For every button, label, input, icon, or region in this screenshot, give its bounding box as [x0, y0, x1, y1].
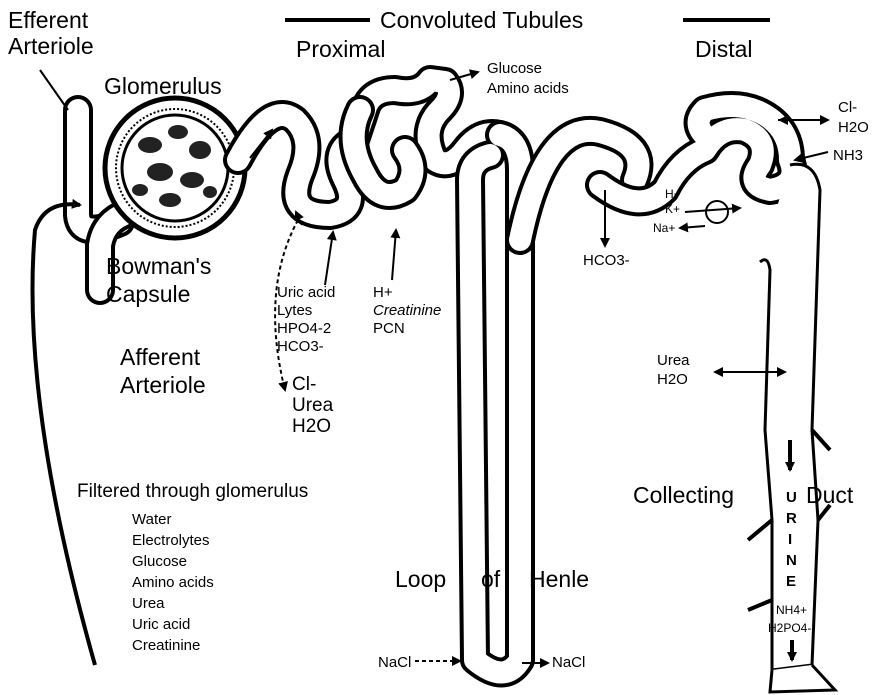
filtered-item: Uric acid	[132, 616, 190, 633]
chloride-label: Cl-	[292, 374, 316, 395]
collecting-label-2: Duct	[806, 482, 854, 508]
filtered-item: Glucose	[132, 553, 187, 570]
nacl-in-label: NaCl	[378, 654, 411, 671]
bowmans-capsule	[105, 98, 245, 238]
hpo4-label: HPO4-2	[277, 320, 331, 337]
efferent-label-1: Efferent	[8, 7, 89, 33]
nacl-out-label: NaCl	[552, 654, 585, 671]
loop-label-3: Henle	[529, 566, 589, 592]
filtered-list: Filtered through glomerulus Water Electr…	[77, 481, 308, 654]
lytes-label: Lytes	[277, 302, 312, 319]
glucose-label: Glucose	[487, 60, 542, 77]
afferent-label-1: Afferent	[120, 344, 201, 370]
distal-hco3-label: HCO3-	[583, 252, 630, 269]
urea-label: Urea	[292, 395, 334, 416]
filtered-title: Filtered through glomerulus	[77, 481, 308, 502]
glomerulus-label: Glomerulus	[104, 73, 222, 99]
loop-label-1: Loop	[395, 566, 446, 592]
bowmans-label-1: Bowman's	[106, 253, 211, 279]
urine-letter-r: R	[786, 510, 797, 527]
loop-label-2: of	[481, 566, 501, 592]
afferent-label-2: Arteriole	[120, 372, 206, 398]
ammonia-label: NH3	[833, 147, 863, 164]
collecting-urea-label: Urea	[657, 352, 690, 369]
bowmans-label-2: Capsule	[106, 281, 190, 307]
pcn-label: PCN	[373, 320, 405, 337]
uric-acid-label: Uric acid	[277, 284, 335, 301]
amino-acids-label: Amino acids	[487, 80, 569, 97]
potassium-label: K+	[665, 202, 680, 216]
urine-letter-n: N	[786, 552, 797, 569]
sodium-label: Na+	[653, 221, 675, 235]
hco3-label: HCO3-	[277, 338, 324, 355]
filtered-item: Urea	[132, 595, 165, 612]
creatinine-secreted-label: Creatinine	[373, 302, 441, 319]
proximal-label: Proximal	[296, 36, 385, 62]
urine-letter-u: U	[786, 489, 797, 506]
filtered-item: Creatinine	[132, 637, 200, 654]
urine-letter-i: I	[788, 531, 792, 548]
filtered-item: Amino acids	[132, 574, 214, 591]
filtered-item: Water	[132, 511, 171, 528]
distal-chloride-label: Cl-	[838, 99, 857, 116]
h-plus-label: H+	[373, 284, 393, 301]
efferent-label-2: Arteriole	[8, 33, 94, 59]
collecting-label-1: Collecting	[633, 482, 734, 508]
h2po4-label: H2PO4-	[768, 621, 811, 635]
distal-water-label: H2O	[838, 119, 869, 136]
ammonium-label: NH4+	[776, 603, 807, 617]
water-label: H2O	[292, 416, 331, 437]
distal-label: Distal	[695, 36, 753, 62]
filtered-item: Electrolytes	[132, 532, 210, 549]
convoluted-tubules-title: Convoluted Tubules	[380, 7, 583, 33]
collecting-water-label: H2O	[657, 371, 688, 388]
distal-h-plus-label: H+	[665, 187, 681, 201]
urine-letter-e: E	[786, 573, 796, 590]
